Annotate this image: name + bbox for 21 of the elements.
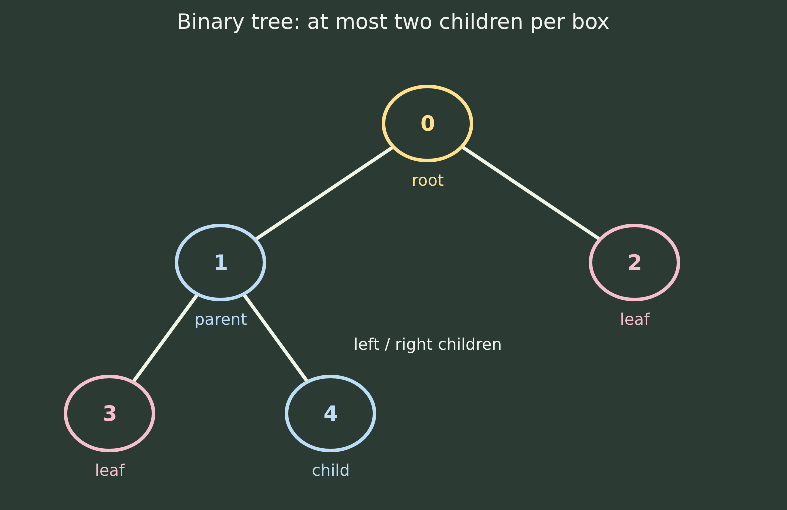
node-caption: leaf xyxy=(620,310,650,329)
diagram-title: Binary tree: at most two children per box xyxy=(177,10,610,34)
node-number: 3 xyxy=(102,402,118,426)
node-number: 0 xyxy=(420,112,436,136)
annotation-text: left / right children xyxy=(354,335,502,354)
tree-node xyxy=(64,375,156,453)
node-caption: child xyxy=(312,461,350,480)
tree-edge xyxy=(132,293,200,384)
tree-edge xyxy=(461,146,602,242)
node-caption: leaf xyxy=(95,461,125,480)
tree-node xyxy=(382,85,474,163)
node-caption: root xyxy=(412,171,444,190)
node-number: 4 xyxy=(324,402,338,426)
node-number: 1 xyxy=(214,251,228,275)
node-number: 2 xyxy=(628,251,642,275)
tree-node xyxy=(285,375,377,453)
tree-node xyxy=(175,224,267,302)
tree-node xyxy=(589,224,681,302)
tree-edge xyxy=(254,146,395,242)
node-caption: parent xyxy=(194,310,248,329)
tree-edge xyxy=(242,294,310,384)
